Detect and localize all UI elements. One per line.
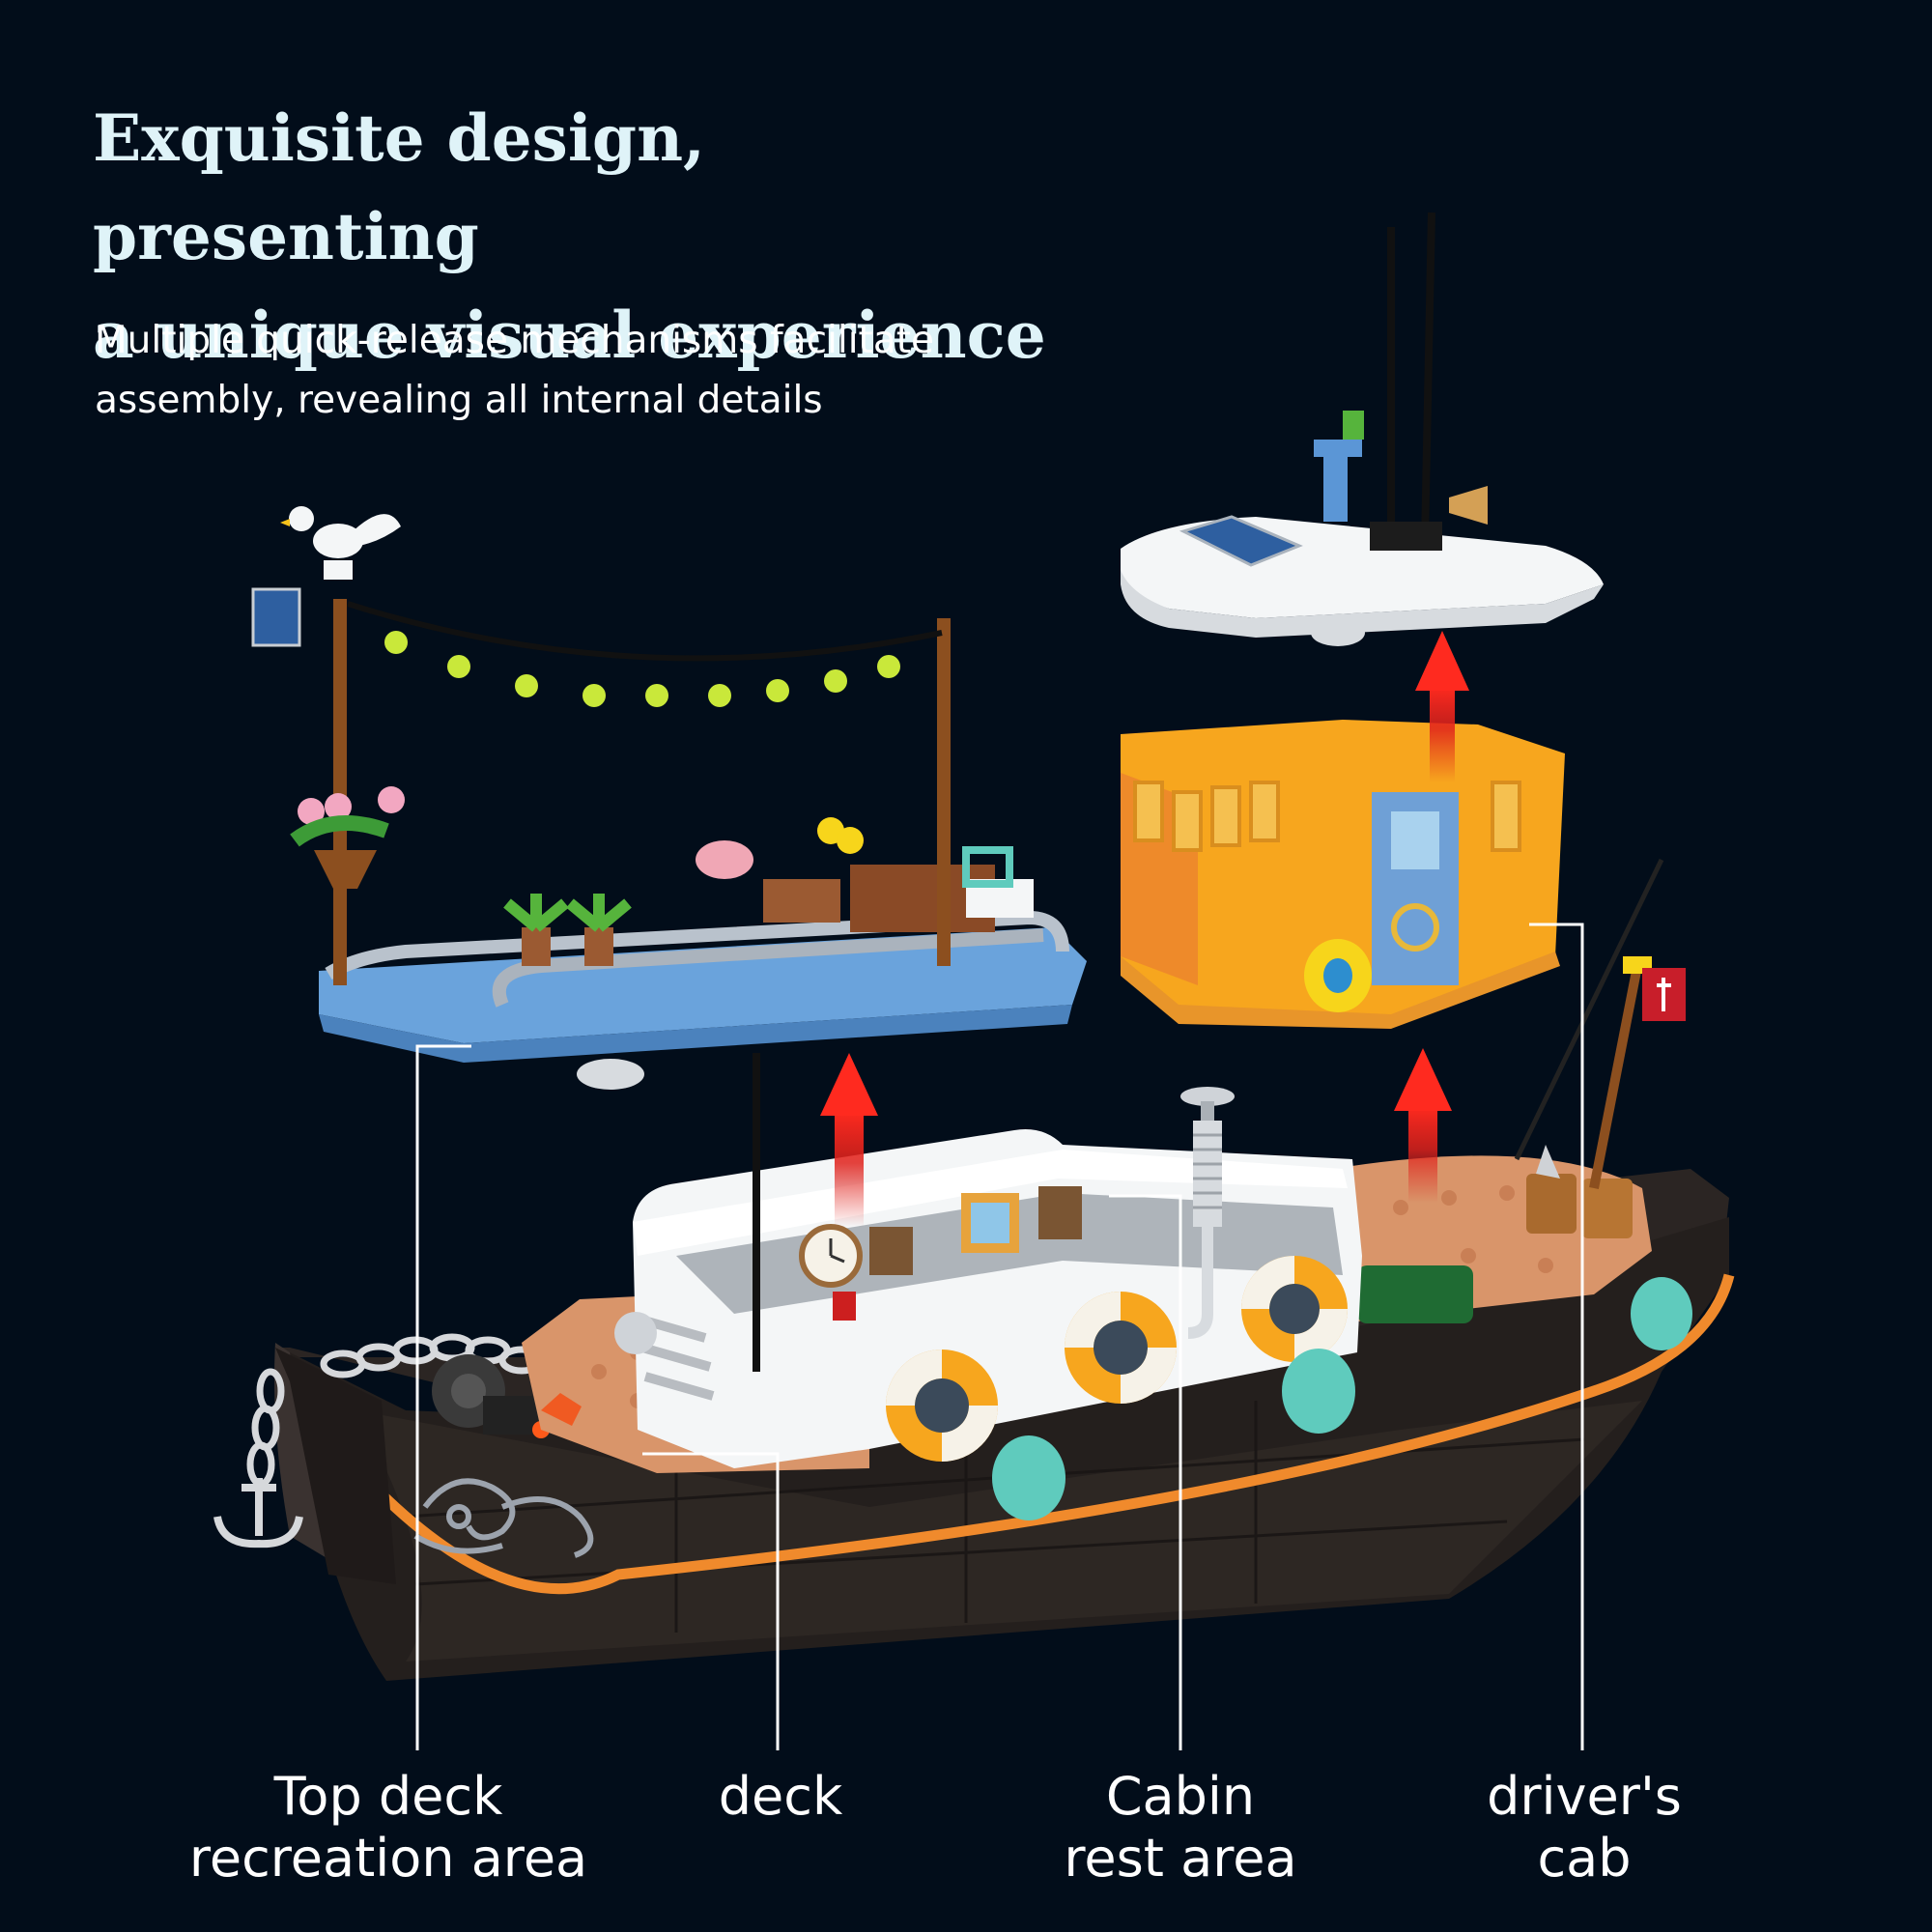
flagpole xyxy=(1514,858,1686,1189)
red-arrow-icon xyxy=(1415,631,1469,782)
red-arrow-icon xyxy=(1394,1048,1452,1203)
life-ring-icon xyxy=(886,1350,998,1462)
subheadline-line-2: assembly, revealing all internal details xyxy=(95,379,823,422)
subheadline-line-1: Multiple quick-release mechanisms facili… xyxy=(95,319,935,362)
callout-line-deck xyxy=(642,1452,780,1750)
teapot xyxy=(696,840,753,879)
ship-wheel-icon xyxy=(1391,903,1439,952)
callout-line-cab xyxy=(1529,923,1584,1750)
horn-icon xyxy=(1449,486,1488,525)
drivers-cab xyxy=(1121,720,1565,1029)
life-ring-icon xyxy=(1065,1292,1177,1404)
callout-label-top-deck: Top deck recreation area xyxy=(188,1766,588,1889)
seagull-icon xyxy=(280,506,401,580)
hull-swirl-ornament xyxy=(413,1478,594,1558)
hull-orange-stripe xyxy=(338,1273,1735,1595)
callout-lines xyxy=(415,923,1584,1750)
headline: Exquisite design, presenting a unique vi… xyxy=(93,89,1059,384)
barrels xyxy=(1526,1145,1633,1238)
callout-label-deck: deck xyxy=(718,1766,843,1827)
callout-label-cabin: Cabin rest area xyxy=(1064,1766,1297,1889)
palm-plant xyxy=(503,894,632,966)
callout-line-top-deck xyxy=(415,1044,471,1750)
subheadline: Multiple quick-release mechanisms facili… xyxy=(95,311,1061,431)
fishing-rod xyxy=(1514,858,1664,1161)
red-mug xyxy=(833,1292,856,1321)
cab-roof xyxy=(1121,212,1604,646)
top-deck-recreation-area xyxy=(251,506,1087,1090)
anchor-icon xyxy=(213,1478,303,1548)
solar-panel-icon xyxy=(1179,515,1303,567)
callout-label-drivers-cab: driver's cab xyxy=(1487,1766,1682,1889)
solar-panel-icon xyxy=(251,587,301,647)
headline-line-1: Exquisite design, presenting xyxy=(93,100,706,274)
antenna xyxy=(1421,212,1435,542)
lift-arrows xyxy=(820,631,1469,1227)
callout-line-cabin xyxy=(1109,1194,1182,1750)
green-tank xyxy=(1357,1265,1473,1323)
crab-piece xyxy=(541,1393,582,1426)
flower-pot xyxy=(290,786,405,889)
porthole-hatch xyxy=(614,1312,657,1354)
red-arrow-icon xyxy=(820,1053,878,1227)
string-light-bulbs xyxy=(384,631,900,707)
life-ring-icon xyxy=(1241,1256,1348,1362)
headline-line-2: a unique visual experience xyxy=(93,298,1046,373)
vent-pipe xyxy=(1180,1087,1235,1339)
